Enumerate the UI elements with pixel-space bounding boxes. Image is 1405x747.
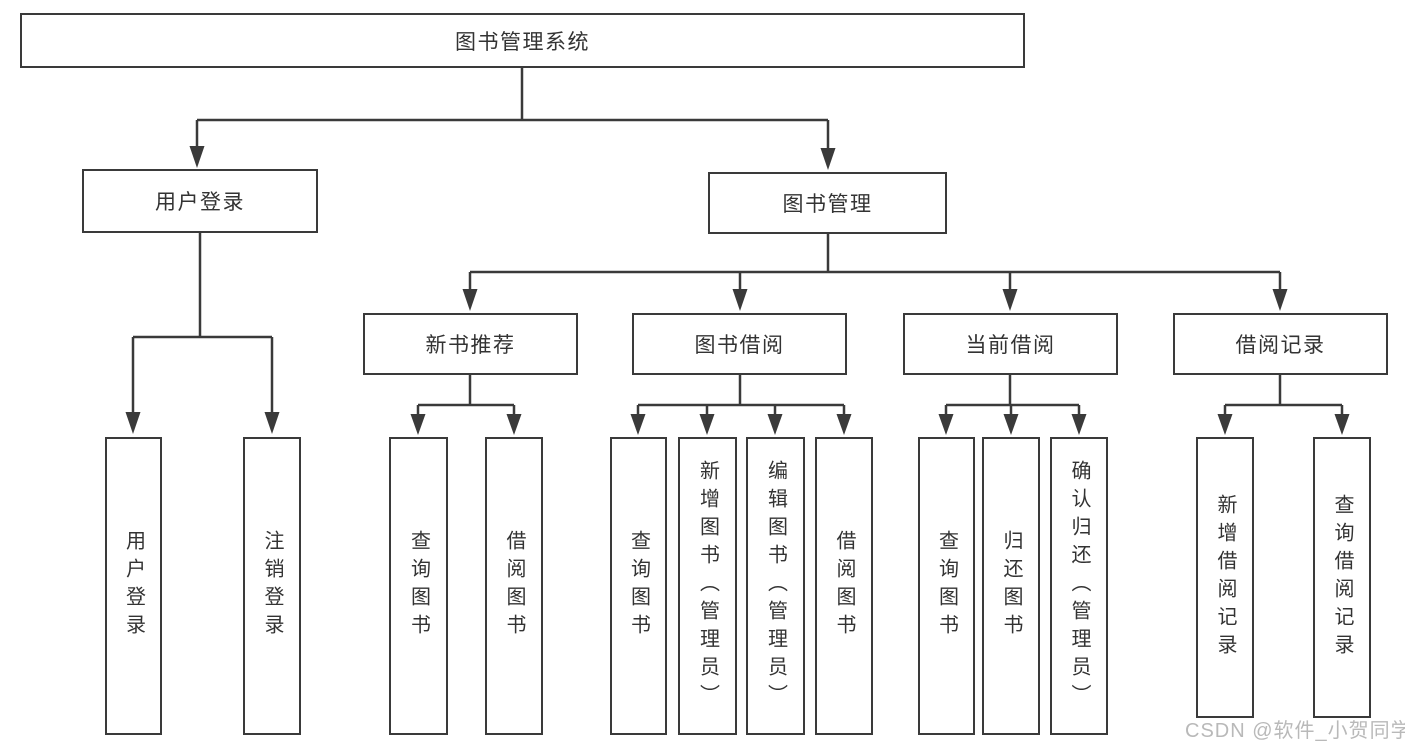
node-label: 确认归还（管理员） [1068,460,1090,712]
node-label: 用户登录 [155,191,245,214]
node-label: 查询图书 [407,530,430,642]
leaf-query-borrow-record: 查询借阅记录 [1313,437,1371,718]
node-label: 查询借阅记录 [1331,493,1353,662]
node-label: 编辑图书（管理员） [764,460,787,712]
node-library-system: 图书管理系统 [20,13,1025,68]
node-label: 图书管理 [782,193,873,216]
node-label: 借阅图书 [503,530,525,642]
node-book-borrowing: 图书借阅 [632,313,847,375]
node-label: 图书借阅 [694,334,785,357]
leaf-confirm-return-admin: 确认归还（管理员） [1050,437,1108,735]
watermark-csdn: CSDN @软件_小贺同学 [1185,720,1405,742]
node-label: 当前借阅 [965,334,1056,357]
leaf-query-books-borrowing: 查询图书 [610,437,667,735]
leaf-add-book-admin: 新增图书（管理员） [678,437,737,735]
node-label: 新书推荐 [425,334,516,357]
leaf-return-books: 归还图书 [982,437,1040,735]
node-current-borrowing: 当前借阅 [903,313,1118,375]
node-label: 新增借阅记录 [1214,493,1236,662]
node-label: 新增图书（管理员） [696,460,719,712]
node-user-login: 用户登录 [82,169,318,233]
leaf-logout: 注销登录 [243,437,301,735]
node-label: 用户登录 [122,530,145,642]
node-label: 图书管理系统 [455,30,590,54]
node-label: 查询图书 [935,530,958,642]
node-label: 借阅图书 [833,530,855,642]
leaf-user-login: 用户登录 [105,437,162,735]
node-label: 查询图书 [627,530,650,642]
leaf-query-books-recommend: 查询图书 [389,437,448,735]
node-borrowing-records: 借阅记录 [1173,313,1388,375]
node-new-book-recommendation: 新书推荐 [363,313,578,375]
leaf-borrow-books-recommend: 借阅图书 [485,437,543,735]
node-label: 注销登录 [261,530,283,642]
node-book-management: 图书管理 [708,172,947,234]
leaf-add-borrow-record: 新增借阅记录 [1196,437,1254,718]
leaf-edit-book-admin: 编辑图书（管理员） [746,437,805,735]
leaf-query-books-current: 查询图书 [918,437,975,735]
leaf-borrow-books-borrowing: 借阅图书 [815,437,873,735]
node-label: 借阅记录 [1235,334,1326,357]
node-label: 归还图书 [1000,530,1022,642]
